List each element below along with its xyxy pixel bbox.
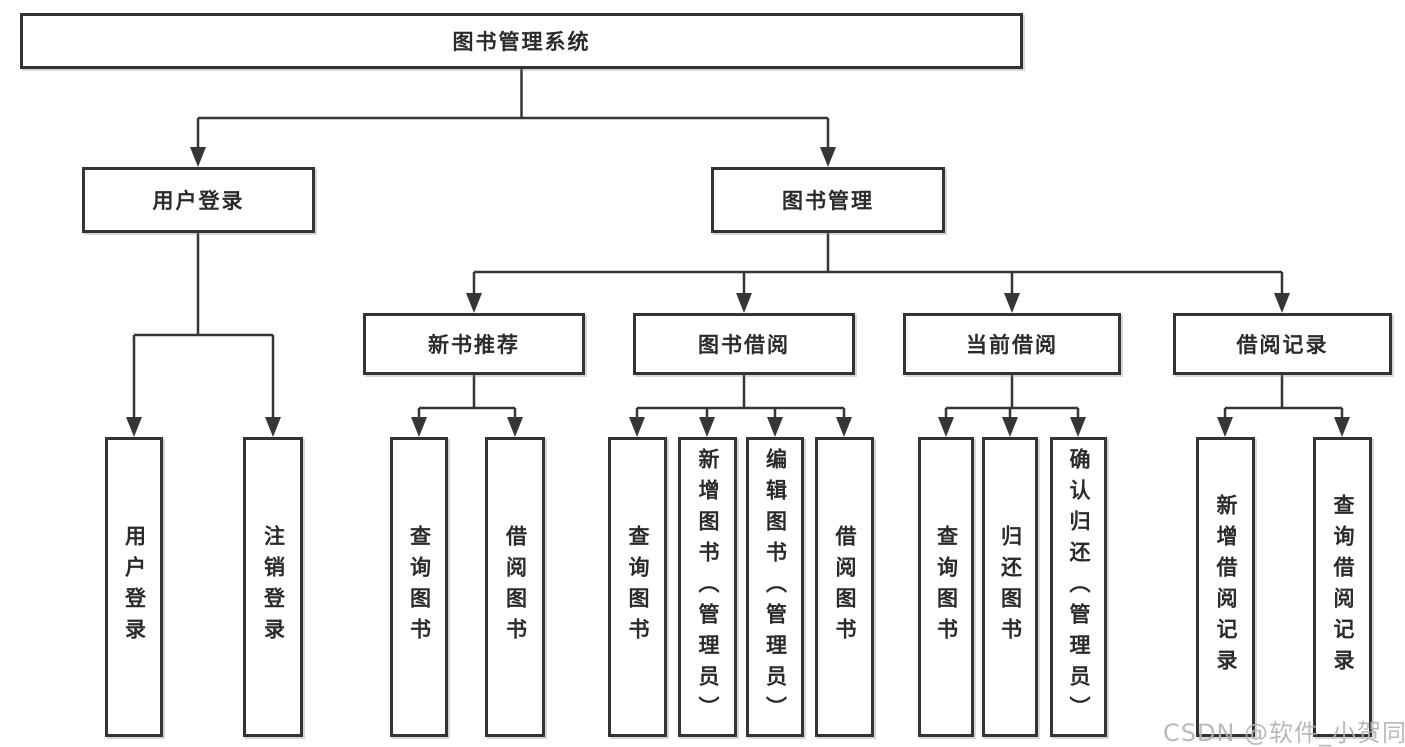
- node-query-books-recommend-label: 查询图书: [407, 525, 432, 649]
- node-edit-books-admin: 编辑图书（管理员）: [746, 437, 804, 737]
- node-confirm-return-admin: 确认归还（管理员）: [1050, 437, 1107, 737]
- node-user-login: 用户登录: [82, 167, 315, 233]
- node-borrow-books-label: 借阅图书: [833, 525, 857, 649]
- node-query-books-current: 查询图书: [918, 437, 974, 737]
- connector-bookmgmt-to-level3: [472, 233, 1284, 296]
- node-add-borrow-record-label: 新增借阅记录: [1214, 494, 1238, 680]
- node-logout-action-label: 注销登录: [261, 525, 286, 649]
- node-user-login-label: 用户登录: [152, 189, 245, 213]
- node-borrow-books: 借阅图书: [815, 437, 874, 737]
- node-user-login-action: 用户登录: [105, 437, 163, 737]
- node-user-login-action-label: 用户登录: [122, 525, 147, 649]
- connector-userlogin-to-leaves: [132, 233, 275, 420]
- node-borrow-books-recommend: 借阅图书: [485, 437, 545, 737]
- node-query-books-borrow: 查询图书: [608, 437, 667, 737]
- node-book-borrow: 图书借阅: [633, 313, 855, 375]
- node-logout-action: 注销登录: [243, 437, 303, 737]
- node-query-borrow-record: 查询借阅记录: [1313, 437, 1372, 737]
- node-book-management-label: 图书管理: [782, 189, 874, 213]
- node-add-books-admin: 新增图书（管理员）: [678, 437, 737, 737]
- node-borrow-books-recommend-label: 借阅图书: [503, 525, 528, 649]
- node-new-book-recommend-label: 新书推荐: [428, 333, 520, 357]
- node-query-books-recommend: 查询图书: [390, 437, 448, 737]
- node-current-borrow-label: 当前借阅: [966, 333, 1058, 357]
- node-system: 图书管理系统: [20, 13, 1023, 69]
- node-return-books-label: 归还图书: [998, 525, 1023, 649]
- node-current-borrow: 当前借阅: [903, 313, 1121, 375]
- connector-current-to-leaves: [944, 375, 1080, 420]
- node-system-label: 图书管理系统: [452, 30, 591, 54]
- connector-records-to-leaves: [1223, 375, 1344, 420]
- node-query-books-current-label: 查询图书: [934, 525, 959, 649]
- node-borrow-records-label: 借阅记录: [1236, 333, 1329, 357]
- node-book-borrow-label: 图书借阅: [698, 333, 790, 357]
- csdn-watermark: CSDN @软件_小贺同学: [1163, 719, 1405, 747]
- node-add-borrow-record: 新增借阅记录: [1196, 437, 1255, 737]
- node-confirm-return-admin-label: 确认归还（管理员）: [1067, 447, 1091, 727]
- node-query-books-borrow-label: 查询图书: [626, 525, 650, 649]
- node-new-book-recommend: 新书推荐: [363, 313, 585, 375]
- node-return-books: 归还图书: [982, 437, 1038, 737]
- node-query-borrow-record-label: 查询借阅记录: [1331, 494, 1355, 680]
- node-borrow-records: 借阅记录: [1173, 313, 1392, 375]
- connector-recommend-to-leaves: [417, 375, 517, 420]
- connector-root-to-level2: [196, 69, 830, 150]
- node-add-books-admin-label: 新增图书（管理员）: [696, 447, 720, 727]
- connector-borrow-to-leaves: [635, 375, 846, 420]
- node-book-management: 图书管理: [711, 167, 945, 233]
- node-edit-books-admin-label: 编辑图书（管理员）: [763, 447, 788, 727]
- arrowheads: [126, 147, 1350, 437]
